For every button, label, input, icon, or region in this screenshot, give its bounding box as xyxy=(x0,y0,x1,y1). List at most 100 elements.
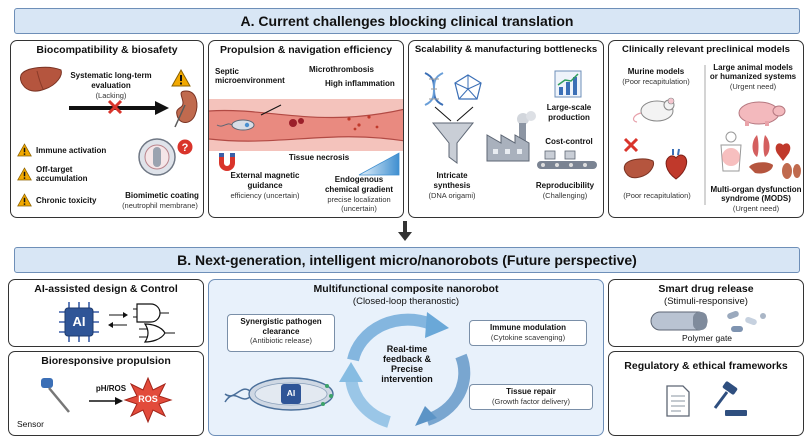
panel-scalability: Scalability & manufacturing bottlenecks … xyxy=(408,40,604,218)
risk-label: Off-target accumulation xyxy=(36,165,88,183)
pig-icon xyxy=(738,101,786,126)
immune-sub: (Cytokine scavenging) xyxy=(490,332,566,342)
panel-regulatory: Regulatory & ethical frameworks xyxy=(608,351,804,436)
panel-subtitle: (Stimuli-responsive) xyxy=(664,296,748,307)
panel-models: Clinically relevant preclinical models M… xyxy=(608,40,804,218)
heart-icon xyxy=(665,148,688,180)
panel-title: Propulsion & navigation efficiency xyxy=(219,44,393,56)
cross-icon xyxy=(107,99,123,115)
risk-label: Immune activation xyxy=(36,145,107,155)
panel-title: AI-assisted design & Control xyxy=(34,283,178,295)
gradient-sub2: (uncertain) xyxy=(341,204,377,213)
panel-bioresponsive: Bioresponsive propulsion pH/ROS ROS Sens… xyxy=(8,351,204,436)
murine-sub: (Poor recapitulation) xyxy=(622,77,690,86)
risk-immune: Immune activation xyxy=(17,143,106,157)
ros-burst-icon xyxy=(123,376,173,424)
panel-title: Scalability & manufacturing bottlenecks xyxy=(414,44,598,55)
large-line2: or humanized systems xyxy=(709,72,797,81)
robot-chip-label: AI xyxy=(286,388,296,398)
cross-icon xyxy=(623,137,639,153)
gavel-icon xyxy=(713,381,747,416)
blood-vessel-illustration xyxy=(209,99,403,151)
eval-line2: evaluation xyxy=(91,81,131,90)
coating-title: Biomimetic coating xyxy=(125,191,199,200)
reproducibility-sub: (Challenging) xyxy=(542,191,588,200)
magnetic-line2: guidance xyxy=(247,181,283,190)
signal-label: pH/ROS xyxy=(95,384,127,393)
kidney-icon xyxy=(174,90,198,128)
mouse-icon xyxy=(632,97,675,123)
panel-biocompatibility: Biocompatibility & biosafety Systematic … xyxy=(10,40,204,218)
divider xyxy=(704,65,706,205)
center-line1: Real-time xyxy=(386,344,428,354)
section-b-title: B. Next-generation, intelligent micro/na… xyxy=(177,252,637,268)
factory-icon xyxy=(486,111,536,162)
gate-label: Polymer gate xyxy=(681,333,733,343)
panel-composite-nanorobot: Multifunctional composite nanorobot (Clo… xyxy=(208,279,604,436)
septic-line2: microenvironment xyxy=(215,76,285,85)
risk-offtarget: Off-target accumulation xyxy=(17,165,107,183)
gradient-sub1: precise localization xyxy=(327,195,391,204)
magnetic-sub: efficiency (uncertain) xyxy=(230,191,300,200)
section-a-banner: A. Current challenges blocking clinical … xyxy=(14,8,800,34)
ai-chip-icon xyxy=(59,302,99,342)
poor-label: (Poor recapitulation) xyxy=(623,191,691,200)
warning-icon xyxy=(171,68,191,87)
panel-drug-release: Smart drug release (Stimuli-responsive) … xyxy=(608,279,804,347)
logic-gates-icon xyxy=(133,303,175,343)
human-organs-icon xyxy=(720,131,801,179)
cost-label: Cost-control xyxy=(545,137,593,146)
mods-sub: (Urgent need) xyxy=(732,204,780,213)
necrosis-label: Tissue necrosis xyxy=(288,153,350,162)
document-icon xyxy=(666,385,690,417)
gradient-line1: Endogenous xyxy=(334,175,384,184)
section-b-banner: B. Next-generation, intelligent micro/na… xyxy=(14,247,800,273)
funnel-icon xyxy=(431,122,475,164)
panel-title: Smart drug release xyxy=(658,283,754,295)
sensor-icon xyxy=(41,378,70,413)
risk-label: Chronic toxicity xyxy=(36,195,97,205)
dna-origami-icon xyxy=(454,74,482,100)
closed-loop-arrows-icon xyxy=(339,312,471,428)
mods-line2: syndrome (MODS) xyxy=(721,194,791,203)
magnet-icon xyxy=(219,153,235,171)
production-line1: Large-scale xyxy=(546,103,592,112)
eval-status: (Lacking) xyxy=(95,91,127,100)
microthrombosis-label: Microthrombosis xyxy=(309,65,374,74)
panel-ai-design: AI-assisted design & Control AI xyxy=(8,279,204,347)
growth-chart-icon xyxy=(554,70,582,98)
panel-propulsion: Propulsion & navigation efficiency Septi… xyxy=(208,40,404,218)
pathogen-line1: Synergistic pathogen xyxy=(240,317,322,326)
section-a-title: A. Current challenges blocking clinical … xyxy=(240,13,574,29)
gradient-line2: chemical gradient xyxy=(324,185,394,194)
panel-title: Biocompatibility & biosafety xyxy=(36,44,178,56)
arrow-right-icon xyxy=(89,397,123,405)
tissue-repair-box: Tissue repair (Growth factor delivery) xyxy=(469,384,593,410)
question-icon: ? xyxy=(177,139,193,155)
center-line2: feedback & xyxy=(382,354,432,364)
polymer-gate-icon xyxy=(650,311,708,331)
repair-sub: (Growth factor delivery) xyxy=(492,396,570,406)
panel-title: Bioresponsive propulsion xyxy=(41,355,171,367)
repair-label: Tissue repair xyxy=(506,387,556,396)
production-line2: production xyxy=(548,113,590,122)
panel-title: Regulatory & ethical frameworks xyxy=(624,360,788,372)
conveyor-icon xyxy=(537,150,597,169)
panel-title: Clinically relevant preclinical models xyxy=(622,44,790,55)
liver-icon xyxy=(623,158,654,179)
synthesis-sub: (DNA origami) xyxy=(428,191,476,200)
synthesis-line1: Intricate xyxy=(436,171,468,180)
warning-icon xyxy=(17,167,32,181)
dna-icon xyxy=(424,72,444,106)
synthesis-line2: synthesis xyxy=(433,181,471,190)
inflammation-label: High inflammation xyxy=(325,79,395,88)
panel-subtitle: (Closed-loop theranostic) xyxy=(352,296,460,307)
ros-label: ROS xyxy=(138,394,158,404)
down-arrow-icon xyxy=(398,221,412,241)
sensor-label: Sensor xyxy=(17,419,44,429)
septic-line1: Septic xyxy=(215,67,240,76)
reproducibility-label: Reproducibility xyxy=(535,181,595,190)
pathogen-line2: clearance xyxy=(262,326,300,336)
mods-line1: Multi-organ dysfunction xyxy=(710,185,802,194)
center-line3: Precise xyxy=(390,364,424,374)
